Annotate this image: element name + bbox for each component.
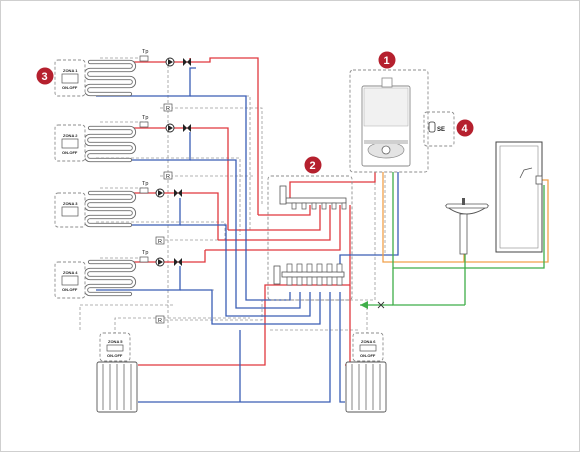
badge-4: 4 bbox=[456, 119, 474, 137]
water-inlet bbox=[360, 301, 385, 309]
floor-coil-zone-4 bbox=[83, 259, 137, 297]
r-label: R bbox=[158, 318, 162, 324]
external-sensor: SE bbox=[423, 111, 455, 147]
tp-label: Tp bbox=[142, 49, 148, 55]
domestic-water-pipes bbox=[360, 172, 549, 306]
zone-label: ZONA 5 bbox=[108, 339, 123, 344]
tp-sensor bbox=[139, 187, 149, 194]
badge-3: 3 bbox=[36, 67, 54, 85]
badge-number: 4 bbox=[462, 123, 469, 135]
zone-thermostat-1[interactable]: ZONA 1 ON-OFF bbox=[54, 59, 86, 97]
zone-label: ZONA 2 bbox=[63, 133, 78, 138]
zone-thermostat-6[interactable]: ZONA 6 ON-OFF bbox=[352, 332, 384, 362]
supply-pipes bbox=[96, 57, 376, 366]
r-label: R bbox=[166, 174, 170, 180]
zone-thermostat-2[interactable]: ZONA 2 ON-OFF bbox=[54, 124, 86, 162]
zone-state: ON-OFF bbox=[62, 85, 78, 90]
tp-sensor bbox=[139, 55, 149, 62]
badge-number: 1 bbox=[384, 55, 390, 67]
tp-sensor bbox=[139, 121, 149, 128]
badge-number: 3 bbox=[42, 71, 48, 83]
valve-icon bbox=[183, 124, 191, 132]
control-wiring bbox=[79, 57, 386, 335]
zone-state: ON-OFF bbox=[107, 353, 123, 358]
r-markers: R R R R bbox=[155, 103, 173, 324]
badge-number: 2 bbox=[310, 160, 316, 172]
zone-valves: Tp Tp Tp Tp bbox=[139, 49, 191, 267]
manifold-collector bbox=[267, 175, 353, 301]
floor-coil-zone-2 bbox=[83, 125, 137, 163]
zone-state: ON-OFF bbox=[360, 353, 376, 358]
zone-thermostat-5[interactable]: ZONA 5 ON-OFF bbox=[99, 332, 131, 362]
valve-icon bbox=[183, 58, 191, 66]
floor-coil-zone-3 bbox=[83, 190, 137, 228]
badge-1: 1 bbox=[378, 51, 396, 69]
zone-label: ZONA 1 bbox=[63, 68, 78, 73]
badge-2: 2 bbox=[304, 156, 322, 174]
tp-label: Tp bbox=[142, 115, 148, 121]
sensor-icon bbox=[428, 121, 436, 133]
r-label: R bbox=[158, 239, 162, 245]
valve-icon bbox=[174, 189, 182, 197]
tp-sensor bbox=[139, 256, 149, 263]
zone-thermostat-4[interactable]: ZONA 4 ON-OFF bbox=[54, 261, 86, 299]
floor-coil-zone-1 bbox=[83, 59, 137, 97]
sink bbox=[444, 198, 490, 255]
r-label: R bbox=[166, 106, 170, 112]
valve-icon bbox=[377, 301, 385, 309]
zone-thermostat-3[interactable]: ZONA 3 bbox=[54, 192, 86, 228]
boiler bbox=[349, 69, 429, 173]
zone-state: ON-OFF bbox=[62, 150, 78, 155]
valve-icon bbox=[174, 258, 182, 266]
radiator-right bbox=[345, 361, 387, 413]
arrow-icon bbox=[360, 301, 368, 309]
zone-state: ON-OFF bbox=[62, 287, 78, 292]
zone-label: ZONA 4 bbox=[63, 270, 78, 275]
zone-label: ZONA 3 bbox=[63, 201, 78, 206]
shower bbox=[495, 141, 543, 253]
tp-label: Tp bbox=[142, 250, 148, 256]
tp-label: Tp bbox=[142, 181, 148, 187]
radiator-left bbox=[96, 361, 138, 413]
se-label: SE bbox=[437, 127, 445, 133]
zone-label: ZONA 6 bbox=[361, 339, 376, 344]
